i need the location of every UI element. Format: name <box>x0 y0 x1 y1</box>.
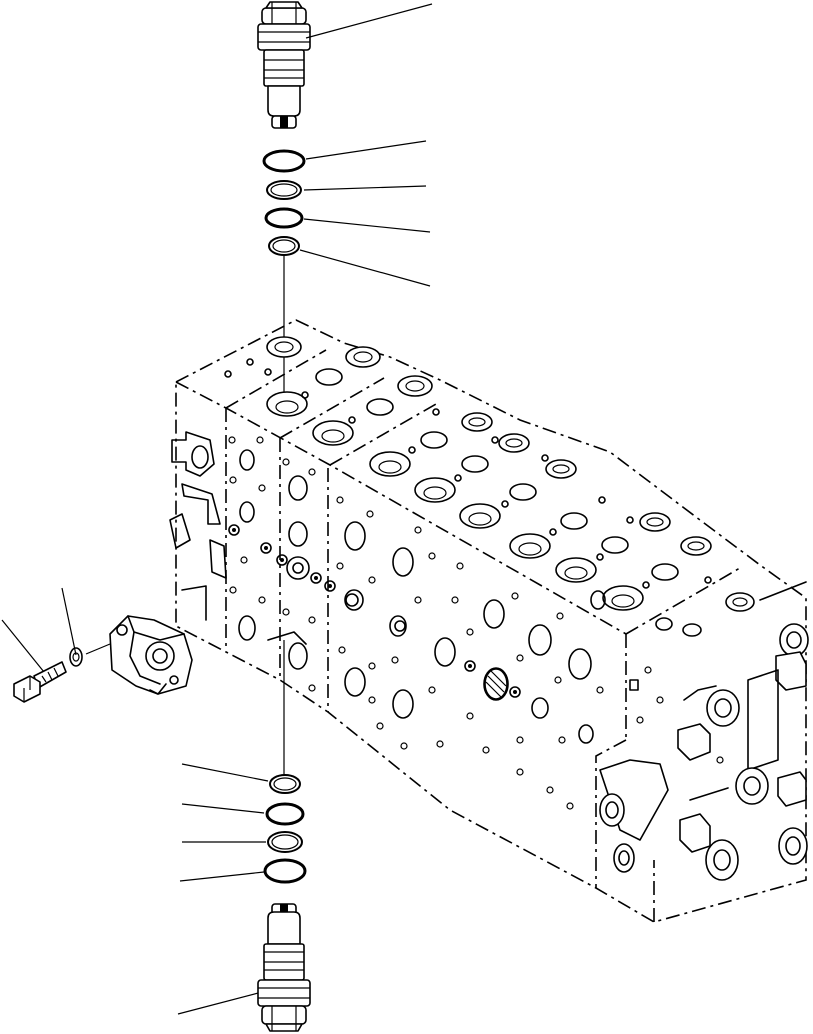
backup-ring-lower-1-inner <box>273 777 297 791</box>
bolt <box>13 661 67 703</box>
o-ring-upper-2 <box>264 207 304 229</box>
backup-ring-upper-1 <box>266 180 302 200</box>
relief-valve-cartridge-upper <box>257 1 311 129</box>
o-ring-lower-2 <box>263 858 307 884</box>
cover-block <box>109 615 193 695</box>
callout-leaders <box>1 3 433 1015</box>
o-ring-upper-1 <box>262 149 306 173</box>
cover-axis <box>85 643 111 655</box>
backup-ring-upper-2-inner <box>272 239 296 253</box>
relief-valve-cartridge-lower <box>257 903 311 1032</box>
o-ring-lower-1 <box>265 802 305 826</box>
backup-ring-lower-2 <box>267 831 303 853</box>
backup-ring-upper-1-inner <box>270 183 298 197</box>
washer-inner <box>72 652 80 662</box>
control-valve-body <box>169 319 809 923</box>
backup-ring-lower-2-inner <box>271 834 299 850</box>
body-bracket <box>267 631 307 645</box>
backup-ring-lower-1 <box>269 774 301 794</box>
washer <box>69 647 83 667</box>
